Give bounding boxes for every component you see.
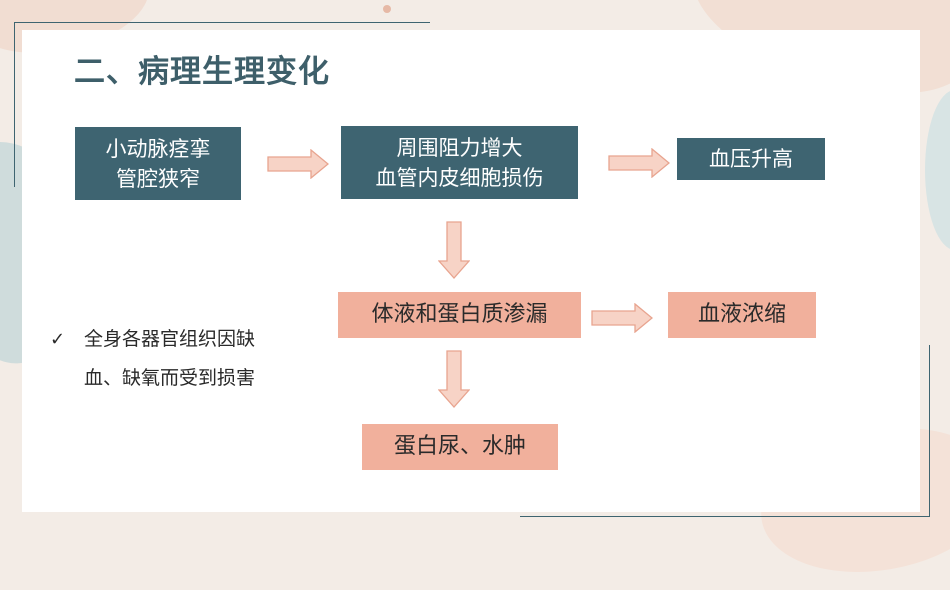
slide-title: 二、病理生理变化 [74, 54, 330, 90]
bullet-line: 全身各器官组织因缺 [84, 328, 256, 350]
box-line: 血管内皮细胞损伤 [375, 165, 544, 190]
box-arteriole-spasm: 小动脉痉挛 管腔狭窄 [75, 127, 241, 200]
box-label: 血液浓缩 [697, 302, 786, 327]
decorative-dot [383, 5, 391, 13]
box-label: 体液和蛋白质渗漏 [371, 302, 548, 327]
box-line: 管腔狭窄 [116, 166, 200, 191]
box-bp-rise: 血压升高 [677, 138, 825, 180]
frame-line [929, 345, 930, 517]
box-fluid-leak: 体液和蛋白质渗漏 [338, 292, 581, 338]
box-label: 血压升高 [709, 147, 793, 171]
background-decoration [925, 90, 950, 250]
box-line: 小动脉痉挛 [105, 136, 211, 161]
right-arrow-icon [608, 148, 670, 178]
frame-line [520, 516, 930, 517]
bullet-line: 血、缺氧而受到损害 [84, 367, 256, 389]
down-arrow-icon [438, 221, 470, 279]
box-proteinuria-edema: 蛋白尿、水肿 [362, 424, 558, 470]
box-hemoconcentration: 血液浓缩 [668, 292, 816, 338]
right-arrow-icon [267, 149, 329, 179]
box-resistance-endothelial: 周围阻力增大 血管内皮细胞损伤 [341, 126, 578, 199]
frame-line [14, 22, 430, 23]
check-icon: ✓ [50, 329, 66, 350]
box-label: 蛋白尿、水肿 [393, 434, 526, 459]
box-line: 周围阻力增大 [396, 135, 523, 160]
right-arrow-icon [591, 303, 653, 333]
frame-line [14, 22, 15, 187]
down-arrow-icon [438, 350, 470, 408]
